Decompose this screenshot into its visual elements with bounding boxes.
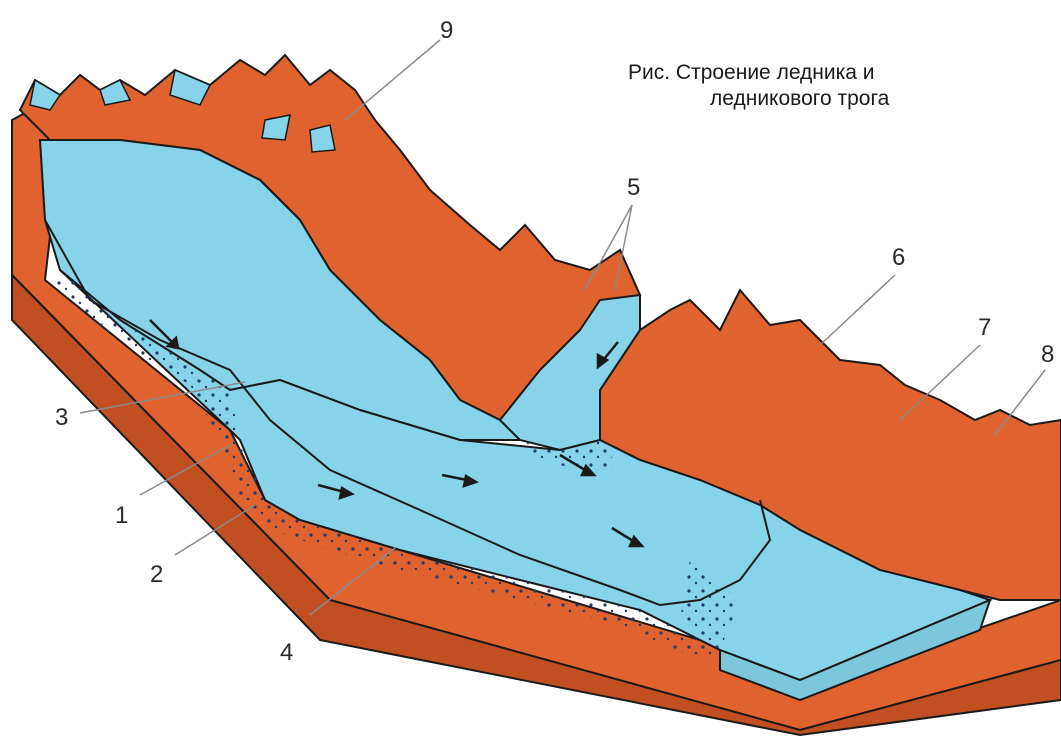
label-7: 7 <box>978 314 991 341</box>
label-3: 3 <box>55 404 68 431</box>
label-1: 1 <box>115 502 128 529</box>
label-5: 5 <box>627 174 640 201</box>
caption-line-2: ледникового трога <box>628 86 889 112</box>
label-6: 6 <box>892 244 905 271</box>
label-2: 2 <box>150 561 163 588</box>
label-4: 4 <box>280 639 293 666</box>
label-9: 9 <box>440 17 453 44</box>
caption-line-1: Рис. Строение ледника и <box>628 60 889 86</box>
figure-caption: Рис. Строение ледника и ледникового трог… <box>628 60 889 112</box>
label-8: 8 <box>1041 341 1054 368</box>
snow-patch <box>310 125 335 152</box>
